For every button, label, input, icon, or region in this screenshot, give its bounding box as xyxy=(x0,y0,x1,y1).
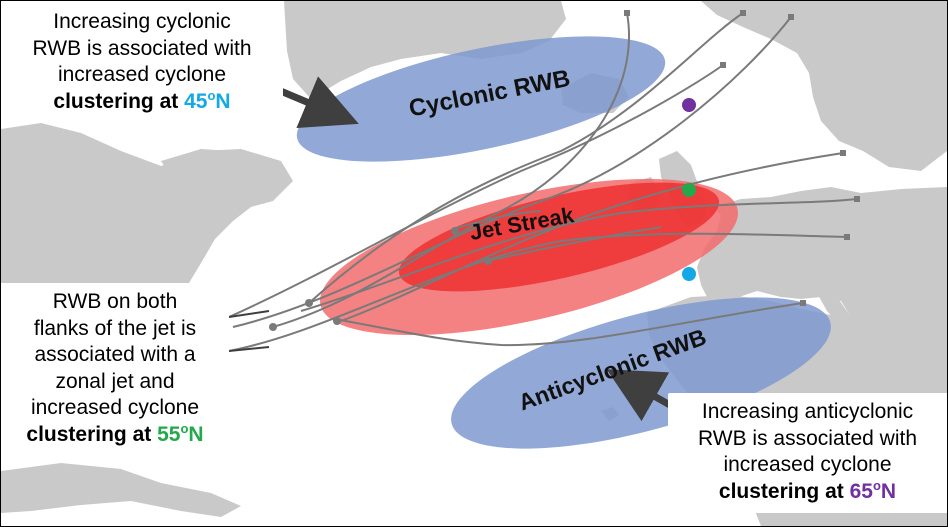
dot-55n xyxy=(682,183,696,197)
callout-line: RWB on both xyxy=(52,290,178,313)
track-end-marker xyxy=(740,10,746,16)
dot-45n xyxy=(682,267,696,281)
degree-mark: o xyxy=(872,477,881,493)
callout-line: Increasing cyclonic xyxy=(53,10,231,33)
callout-emphasis: clustering at 55oN xyxy=(1,422,229,449)
callout-line: RWB is associated with xyxy=(32,36,252,60)
callout-anticyclonic: Increasing anticyclonic RWB is associate… xyxy=(668,393,947,513)
dot-65n xyxy=(682,98,696,112)
storm-track xyxy=(272,12,630,328)
track-end-marker xyxy=(788,14,794,20)
land-greenland xyxy=(284,1,566,99)
track-end-marker xyxy=(840,150,846,156)
storm-track xyxy=(232,16,792,328)
storm-track xyxy=(334,302,804,347)
track-end-marker xyxy=(624,10,630,16)
callout-bold-text: clustering at xyxy=(26,422,158,446)
lat-65n-number: 65 xyxy=(849,479,873,503)
callout-line: RWB is associated with xyxy=(697,426,918,450)
storm-track xyxy=(452,210,542,230)
track-end-marker xyxy=(720,62,726,68)
storm-track xyxy=(340,152,844,322)
land-north-america xyxy=(1,123,293,283)
degree-mark: o xyxy=(180,420,189,436)
lat-suffix: N xyxy=(880,479,897,503)
callout-emphasis: clustering at 65oN xyxy=(668,479,947,506)
lat-suffix: N xyxy=(188,422,204,446)
land-caribbean xyxy=(1,463,241,517)
lat-suffix: N xyxy=(215,89,231,113)
callout-bold-text: clustering at xyxy=(53,89,185,113)
callout-line: increased cyclone xyxy=(30,396,200,419)
track-endpoints xyxy=(269,10,860,331)
leader-line xyxy=(228,346,270,352)
track-start-marker xyxy=(305,299,313,307)
callout-line: increased cyclone xyxy=(57,63,227,86)
storm-track xyxy=(300,198,858,312)
lat-55n-number: 55 xyxy=(157,422,181,446)
callout-line: increased cyclone xyxy=(723,453,892,476)
callout-line: Increasing anticyclonic xyxy=(701,400,914,423)
jet-streak-inner xyxy=(398,182,720,292)
callout-cyclonic: Increasing cyclonic RWB is associated wi… xyxy=(1,1,283,121)
leader-lines xyxy=(228,310,270,352)
land-scandinavia xyxy=(701,1,947,171)
callout-line: zonal jet and xyxy=(55,369,175,393)
track-end-marker xyxy=(844,234,850,240)
callout-both-flanks: RWB on both flanks of the jet is associa… xyxy=(1,283,229,456)
storm-track xyxy=(228,64,724,318)
track-start-marker xyxy=(451,227,459,235)
track-start-marker xyxy=(333,317,341,325)
land-labrador xyxy=(161,149,251,199)
callout-line: flanks of the jet is xyxy=(33,316,197,340)
lat-45n-number: 45 xyxy=(184,89,208,113)
track-start-marker xyxy=(269,323,277,331)
storm-track xyxy=(486,226,662,262)
storm-track xyxy=(228,232,848,352)
track-end-marker xyxy=(854,196,860,202)
callout-emphasis: clustering at 45oN xyxy=(1,89,283,116)
storm-tracks xyxy=(228,12,858,352)
track-start-marker xyxy=(484,257,492,265)
callout-bold-text: clustering at xyxy=(718,479,850,503)
callout-line: associated with a xyxy=(34,343,196,366)
degree-mark: o xyxy=(207,87,216,103)
leader-line xyxy=(228,310,270,318)
cyclonic-rwb-shape xyxy=(296,36,666,162)
track-end-marker xyxy=(800,300,806,306)
storm-track xyxy=(308,12,744,304)
